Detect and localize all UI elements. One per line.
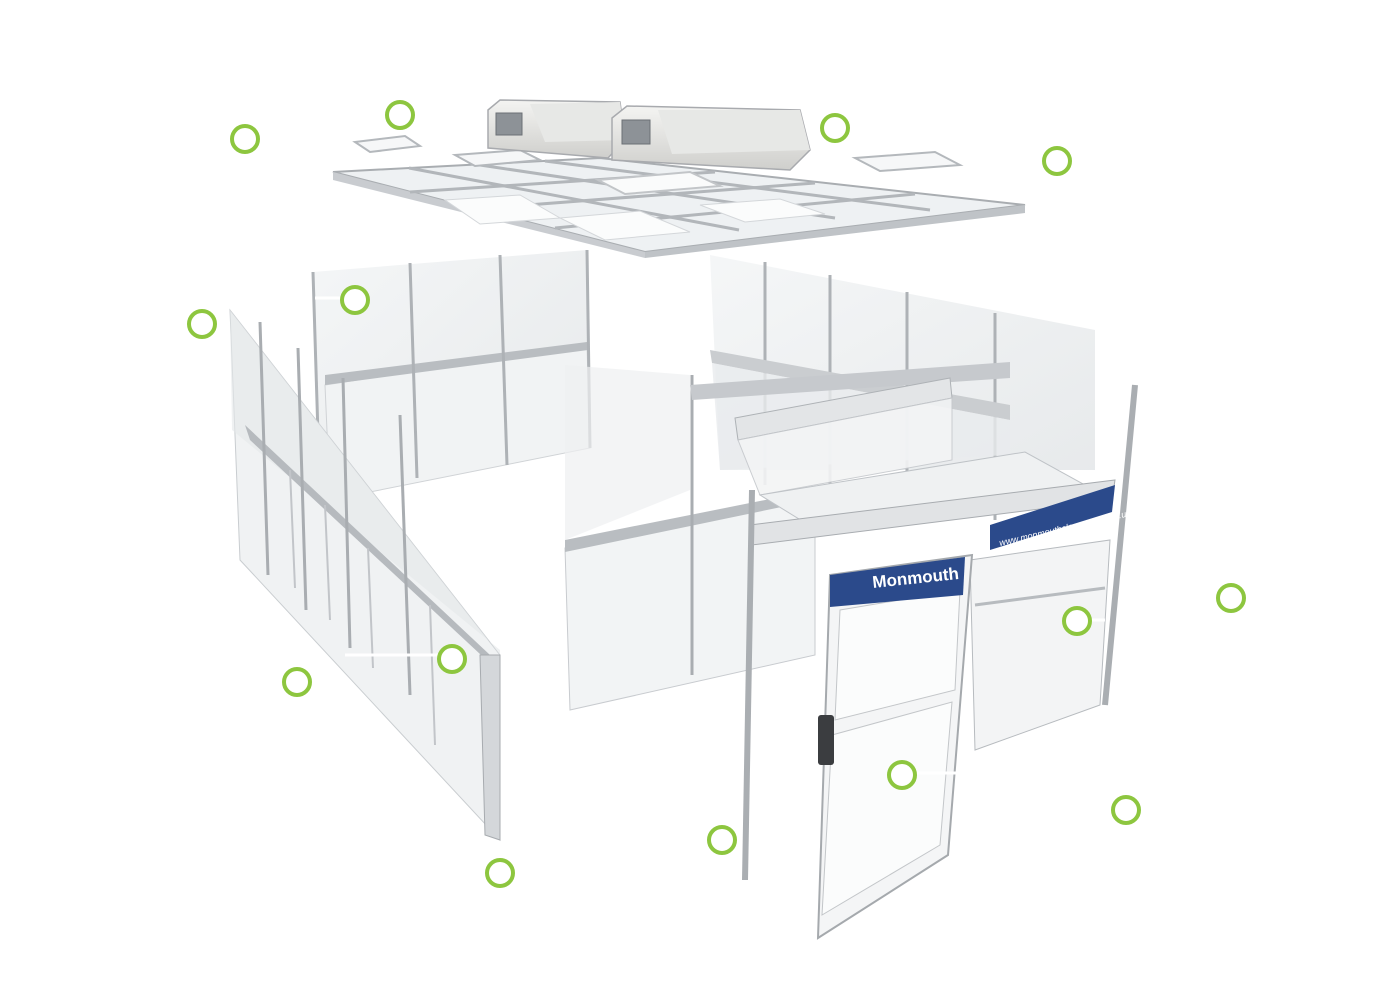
hotspot-left-bottom[interactable] [282,667,312,697]
hotspot-back-wall[interactable] [340,285,370,315]
hotspot-filter-unit[interactable] [820,113,850,143]
hotspot-right-bottom[interactable] [1111,795,1141,825]
ceiling-light-panels [352,134,964,196]
hotspot-left-wall-end[interactable] [437,644,467,674]
hotspot-ceiling-right[interactable] [1042,146,1072,176]
fan-filter-units [487,99,811,171]
hotspot-right-panel[interactable] [1062,606,1092,636]
door-frame [742,384,1138,881]
hotspot-ceiling-panel[interactable] [385,100,415,130]
door [816,553,974,940]
hotspot-left-side[interactable] [187,309,217,339]
back-left-wall [311,249,592,501]
hotspot-door[interactable] [887,760,917,790]
hotspot-wall-foot[interactable] [485,858,515,888]
hotspot-front-post[interactable] [707,825,737,855]
header-banner: Monmouth [830,557,965,607]
hotspot-top-left[interactable] [230,124,260,154]
hotspot-right-outer[interactable] [1216,583,1246,613]
door-handle [818,715,834,765]
left-side-wall [229,308,501,842]
